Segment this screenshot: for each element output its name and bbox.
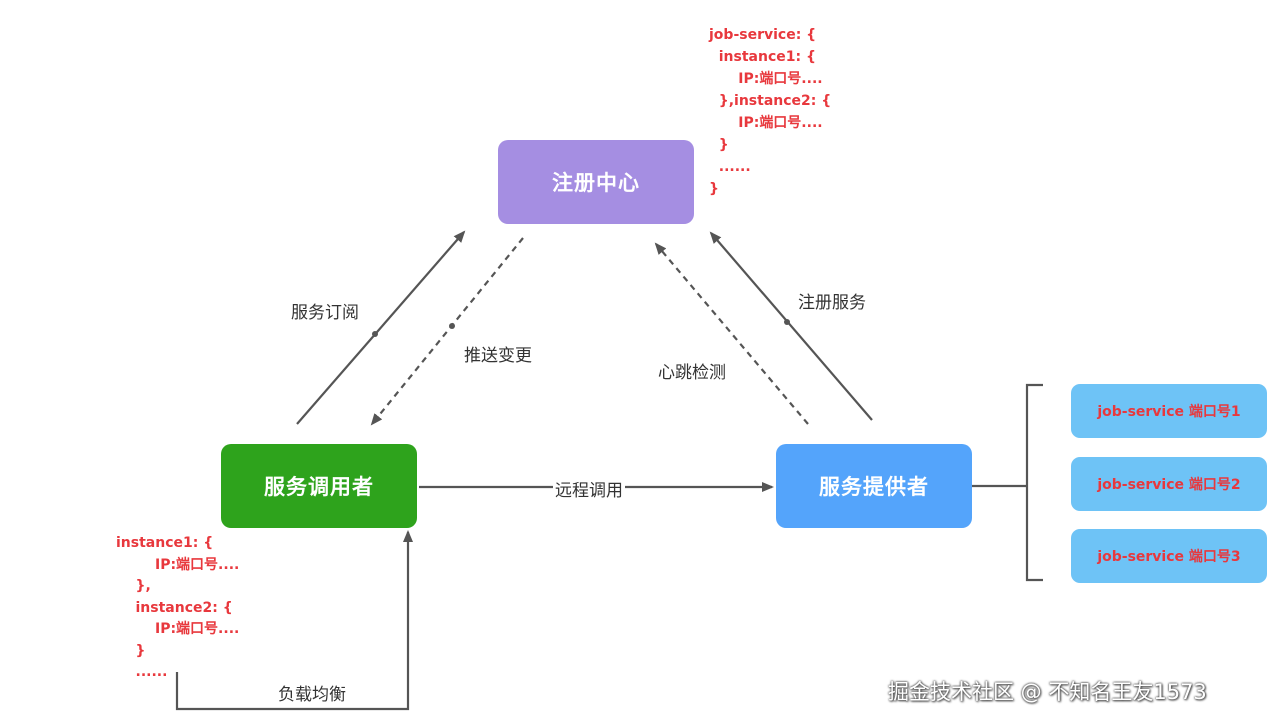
provider-instance-2: job-service 端口号2	[1071, 457, 1267, 511]
heartbeat-label: 心跳检测	[658, 363, 726, 383]
register-label: 注册服务	[798, 293, 866, 313]
subscribe-arrow-dot	[372, 331, 378, 337]
load-balance-label: 负载均衡	[278, 685, 346, 705]
watermark: 掘金技术社区 @ 不知名王友1573	[888, 680, 1207, 704]
consumer-cache-snippet: instance1: { IP:端口号.... }, instance2: { …	[116, 535, 240, 680]
push-change-arrow-dot	[449, 323, 455, 329]
register-arrow-dot	[784, 319, 790, 325]
provider-instance-1: job-service 端口号1	[1071, 384, 1267, 438]
subscribe-arrow	[296, 230, 466, 425]
push-change-label: 推送变更	[464, 346, 532, 366]
registry-data-snippet: job-service: { instance1: { IP:端口号.... }…	[709, 27, 832, 197]
service-consumer-node: 服务调用者	[221, 444, 417, 528]
load-balance-arrow	[175, 530, 413, 711]
heartbeat-arrow	[654, 242, 809, 425]
push-change-arrow	[370, 237, 524, 426]
provider-instance-3: job-service 端口号3	[1071, 529, 1267, 583]
instance-bracket	[1025, 383, 1043, 582]
registry-center-node: 注册中心	[498, 140, 694, 224]
service-provider-node: 服务提供者	[776, 444, 972, 528]
subscribe-label: 服务订阅	[291, 303, 359, 323]
remote-call-label: 远程调用	[553, 476, 625, 501]
register-arrow	[709, 231, 873, 421]
